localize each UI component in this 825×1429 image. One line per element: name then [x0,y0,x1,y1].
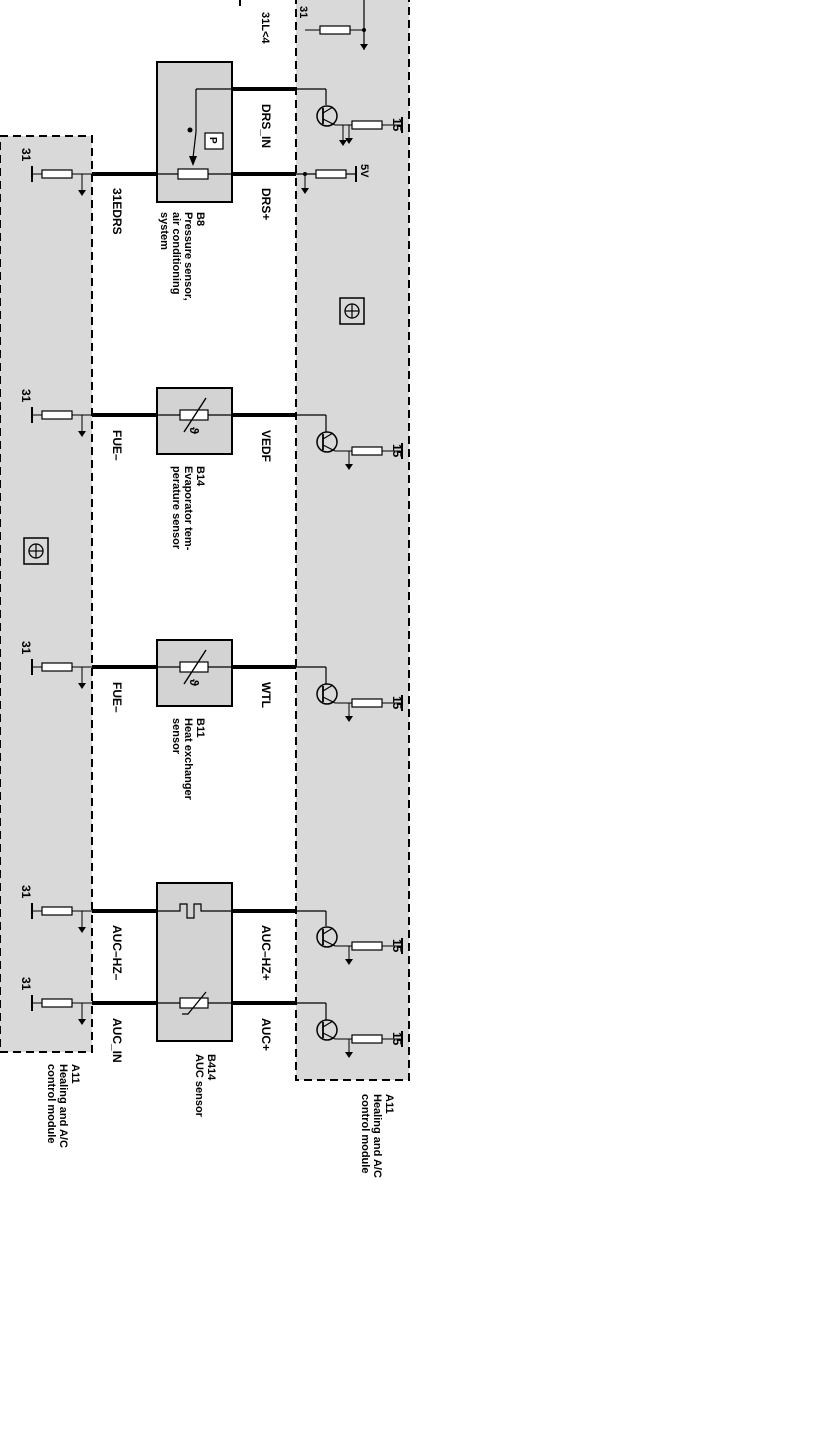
b414-description-line1: AUC sensor [193,1054,205,1118]
b14-component-box [156,387,233,455]
lower-module-name-line1: Healing and A/C [57,1064,69,1148]
top-ground-label: 31 [297,6,309,18]
terminal-31-label: 31 [19,148,33,162]
terminal-15-label: 15 [390,118,404,132]
pin-label-vedf: VEDF [259,430,273,462]
b8-description-line2: air conditioning [170,212,182,295]
terminal-15-label: 15 [390,696,404,710]
b11-description-line2: sensor [170,718,182,755]
thermistor-symbol-b14: ϑ [187,427,201,434]
lower-module-box [0,135,93,1053]
pin-label-auc-plus: AUC+ [259,1018,273,1051]
upper-module-name-line1: Healing and A/C [371,1094,383,1178]
pin-label-fue-b14: FUE– [110,430,124,461]
lower-module-name-line2: control module [45,1064,57,1143]
terminal-31-label: 31 [19,977,33,991]
driver-auc-hz [296,910,403,966]
b14-description-line1: Evaporator tem- [182,466,194,551]
b8-designator: B8 [194,212,206,226]
upper-module-name-line2: control module [359,1094,371,1173]
terminal-31-label: 31 [19,641,33,655]
voltage-5v-label: 5V [358,164,370,178]
b8-component-box [156,61,233,203]
b414-designator: B414 [205,1054,217,1081]
top-signal-label: 31L<4 [259,12,271,44]
control-module-icon [339,297,365,325]
pin-label-31edrs: 31EDRS [110,188,124,235]
pin-label-wtl: WTL [259,682,273,708]
b8-description-line1: Pressure sensor, [182,212,194,301]
pin-label-drs-plus: DRS+ [259,188,273,220]
upper-module-box [295,0,410,1081]
pin-label-drs-in: DRS_IN [259,104,273,148]
terminal-15-label: 15 [390,939,404,953]
b11-designator: B11 [194,718,206,738]
pin-label-auc-hz-minus: AUC–HZ– [110,925,124,981]
pressure-symbol-letter: P [207,137,218,144]
pin-label-auc-in: AUC_IN [110,1018,124,1063]
driver-wtl [296,666,403,723]
terminal-31-label: 31 [19,389,33,403]
b8-description-line3: system [158,212,170,250]
driver-vedf [296,414,403,471]
b14-description-line2: perature sensor [170,466,182,550]
supply-5v [296,166,357,194]
b11-component-box [156,639,233,707]
lower-module-designator: A11 [69,1064,81,1084]
pin-label-fue-b11: FUE– [110,682,124,713]
terminal-15-label: 15 [390,1032,404,1046]
terminal-31-label: 31 [19,885,33,899]
driver-drs-in [296,88,403,146]
b11-description-line1: Heat exchanger [182,718,194,801]
control-module-icon [23,537,49,565]
driver-auc-plus [296,1002,403,1059]
pin-label-auc-hz-plus: AUC–HZ+ [259,925,273,981]
b14-designator: B14 [194,466,206,487]
thermistor-symbol-b11: ϑ [187,679,201,686]
terminal-15-label: 15 [390,444,404,458]
upper-module-designator: A11 [383,1094,395,1114]
